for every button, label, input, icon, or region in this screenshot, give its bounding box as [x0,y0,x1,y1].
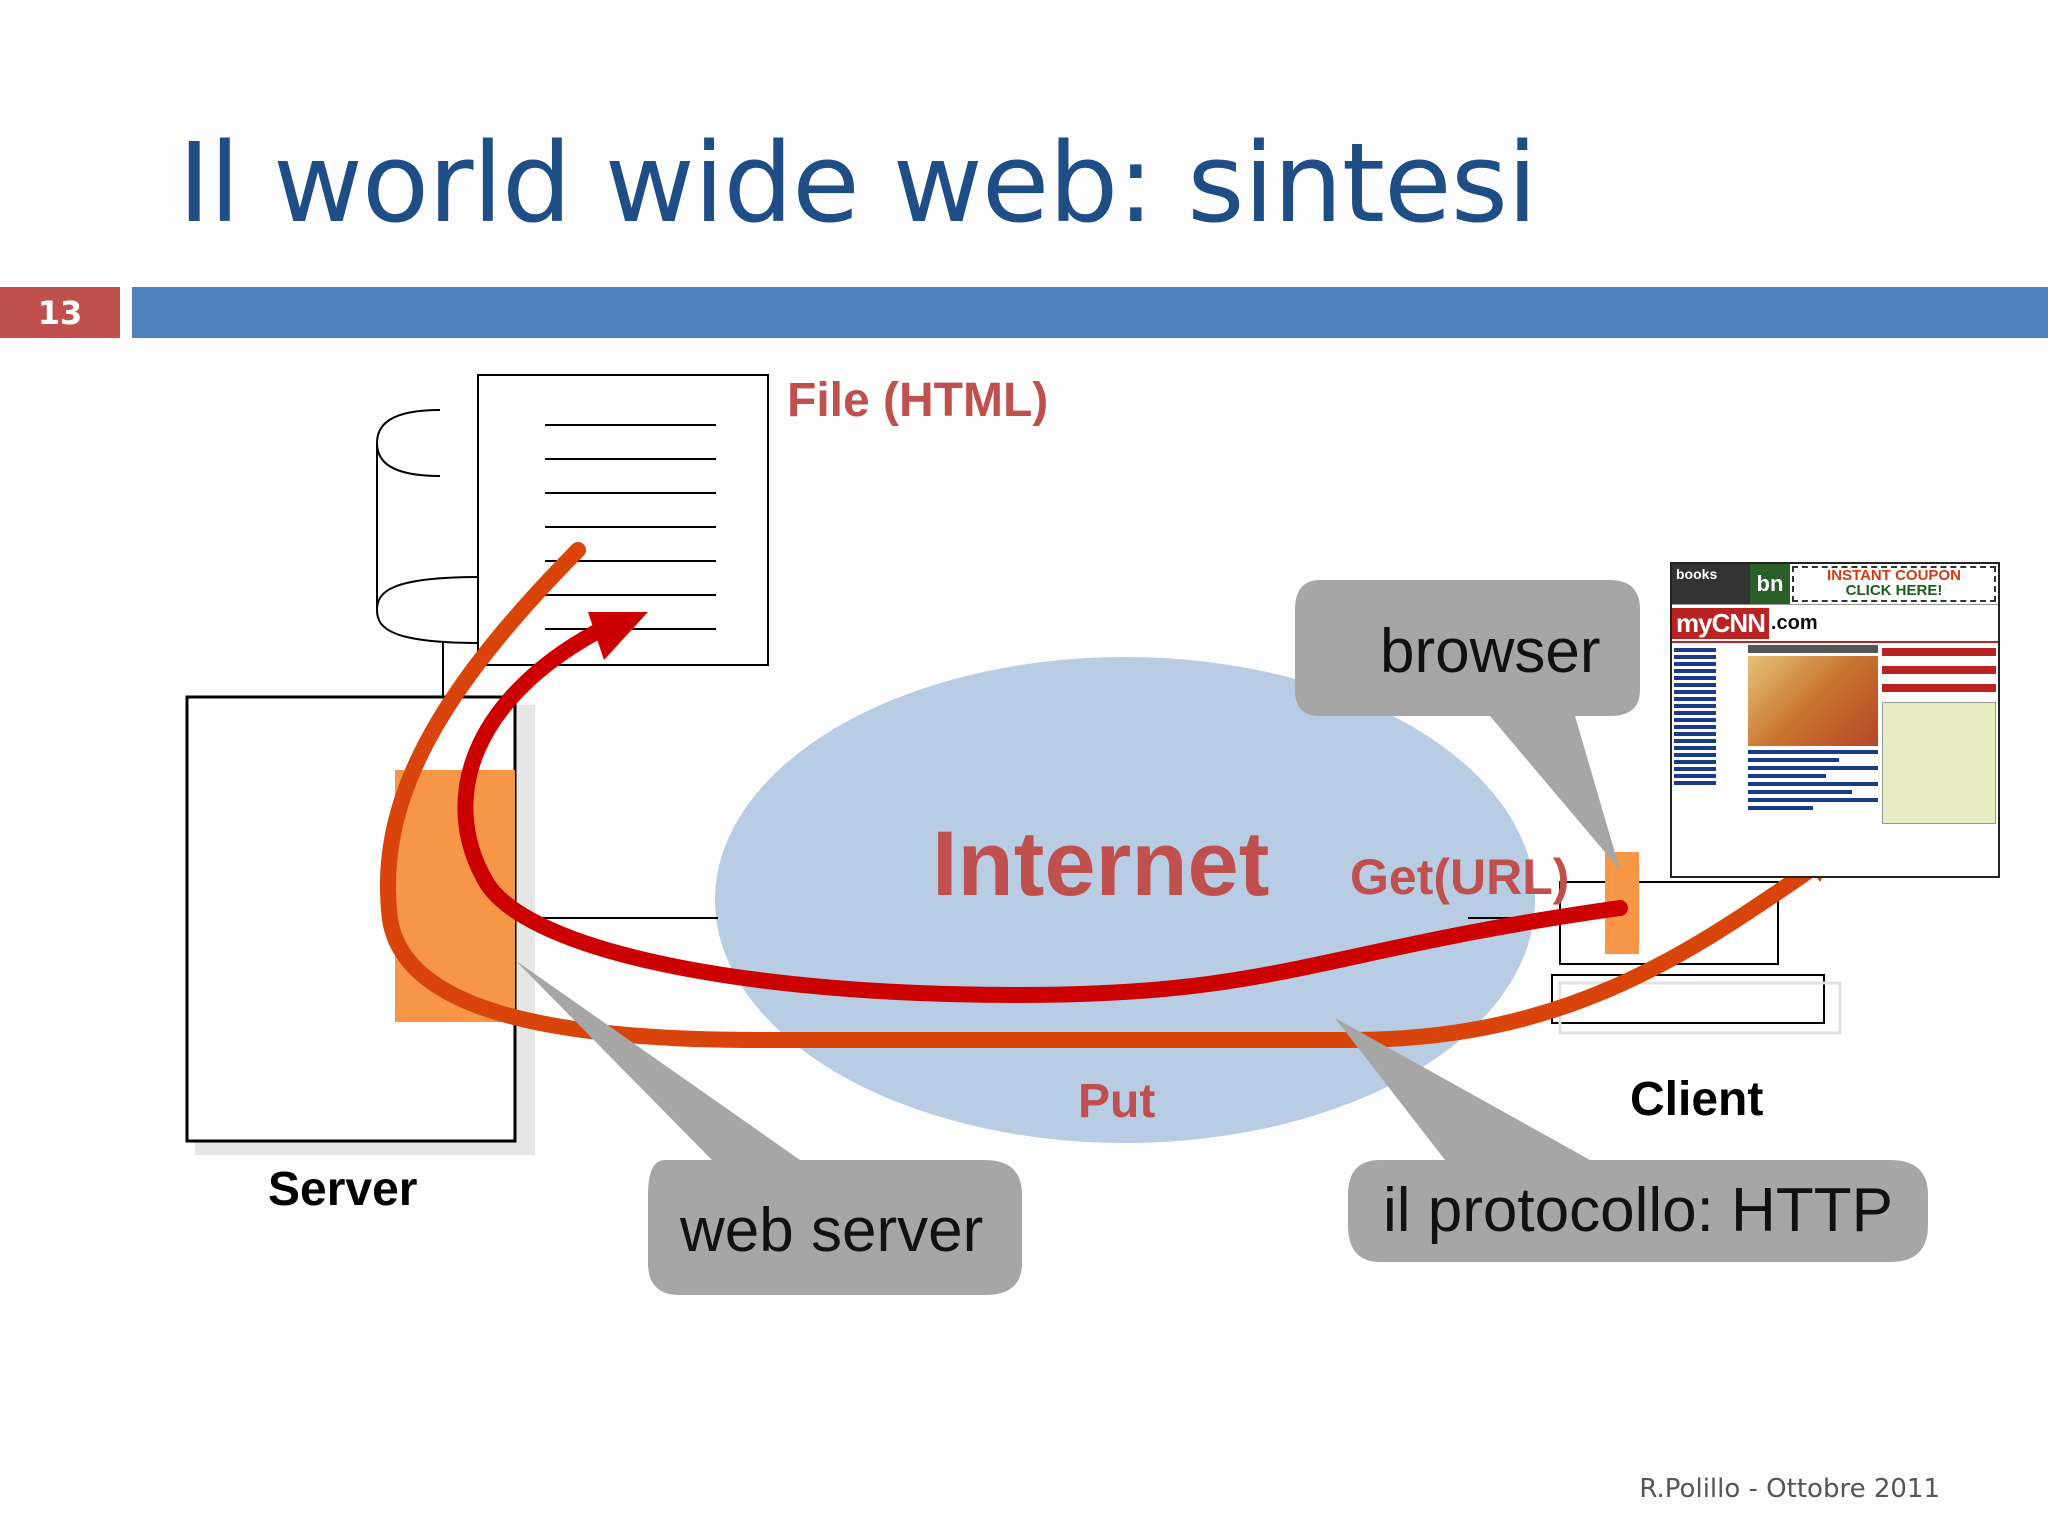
logo-my: my [1676,607,1713,638]
ad-coupon: INSTANT COUPON CLICK HERE! [1792,566,1996,602]
get-request-arrow [457,622,1628,1004]
logo-dotcom: .com [1770,611,1818,634]
cnn-side-column [1880,643,1998,875]
put-response-arrow [379,542,1818,1048]
title-bar [132,287,2048,338]
cnn-masthead: myCNN .com [1672,605,1998,643]
news-image [1748,656,1878,746]
ad-coupon-line2: CLICK HERE! [1845,582,1943,599]
ad-banner: books bn INSTANT COUPON CLICK HERE! [1672,564,1998,605]
side-panel [1882,702,1996,824]
server-label: Server [268,1163,418,1216]
ad-bn-logo: bn [1750,564,1790,604]
mycnn-logo: myCNN [1672,607,1769,639]
cnn-page-body [1672,643,1998,875]
ad-coupon-line1: INSTANT COUPON [1827,567,1961,584]
slide-title: Il world wide web: sintesi [178,119,1538,247]
protocol-callout [1335,1018,1928,1262]
client-label: Client [1630,1073,1764,1126]
web-server-callout-text: web server [680,1196,984,1265]
browser-callout-text: browser [1380,617,1601,686]
file-html-label: File (HTML) [787,374,1049,427]
slide-number: 13 [0,287,120,338]
get-arrow-head [588,612,648,660]
logo-cnn: CNN [1711,607,1766,638]
web-server-callout [515,960,1022,1295]
storage-cylinder [375,409,481,700]
cnn-news-column [1746,643,1880,875]
browser-callout [1295,580,1640,870]
protocol-callout-text: il protocollo: HTTP [1383,1176,1893,1245]
browser-screenshot: books bn INSTANT COUPON CLICK HERE! myCN… [1670,562,2000,878]
internet-ellipse [715,657,1535,1143]
get-url-label: Get(URL) [1350,849,1570,905]
ad-books: books [1672,564,1750,604]
put-label: Put [1078,1075,1156,1128]
cnn-nav-column [1672,643,1746,875]
footer-credit: R.Polillo - Ottobre 2011 [1639,1474,1940,1504]
internet-label: Internet [932,813,1270,915]
